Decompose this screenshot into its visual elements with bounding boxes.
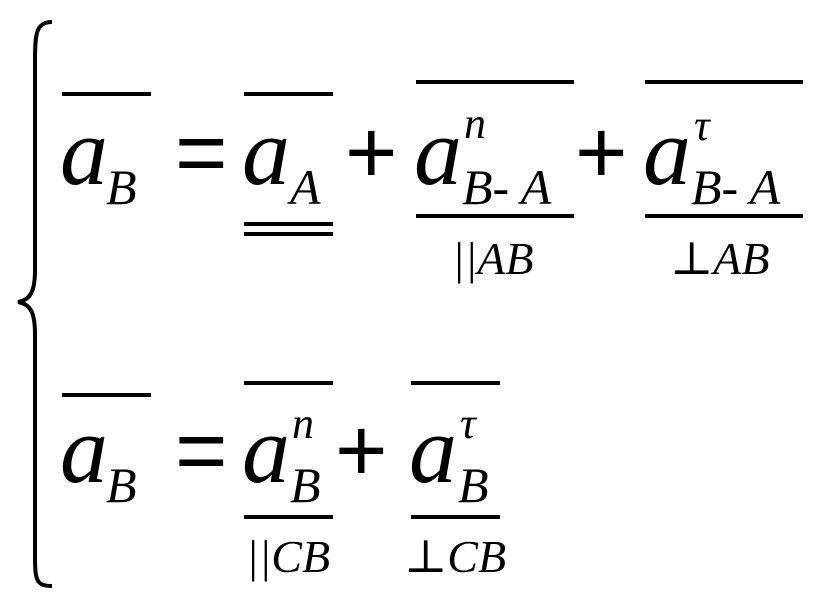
plus-sign: + <box>345 103 398 203</box>
symbol-a: a <box>414 98 462 205</box>
subscript: B <box>290 457 321 513</box>
equals-sign: = <box>175 401 228 501</box>
vector-bar <box>62 393 151 397</box>
superscript: τ <box>694 101 710 150</box>
equals-sign: = <box>175 103 228 203</box>
superscript: τ <box>460 399 476 448</box>
subscript: B- A <box>691 159 781 215</box>
subscript: B <box>106 159 137 215</box>
condition-line <box>411 515 500 519</box>
condition-parallel: ||AB <box>452 233 534 284</box>
vector-bar <box>244 92 333 96</box>
double-underline <box>244 232 333 236</box>
vector-bar <box>244 381 333 385</box>
vector-bar <box>411 381 500 385</box>
subscript: B <box>106 457 137 513</box>
symbol-a: a <box>60 98 108 205</box>
symbol-a: a <box>643 98 691 205</box>
subscript: A <box>290 159 321 215</box>
symbol-a: a <box>409 396 457 503</box>
subscript: B <box>458 457 489 513</box>
vector-bar <box>62 92 151 96</box>
condition-perpendicular: ⊥CB <box>404 531 507 582</box>
condition-line <box>645 214 803 218</box>
plus-sign: + <box>335 401 388 501</box>
superscript: n <box>292 399 314 448</box>
plus-sign: + <box>575 103 628 203</box>
vector-bar <box>416 80 574 84</box>
condition-line <box>244 515 333 519</box>
subscript: B- A <box>462 159 552 215</box>
condition-parallel: ||CB <box>246 531 331 582</box>
symbol-a: a <box>242 98 290 205</box>
symbol-a: a <box>242 396 290 503</box>
vector-bar <box>645 80 803 84</box>
superscript: n <box>464 99 486 148</box>
condition-perpendicular: ⊥AB <box>670 233 770 284</box>
symbol-a: a <box>60 396 108 503</box>
double-underline <box>244 222 333 226</box>
condition-line <box>416 214 574 218</box>
